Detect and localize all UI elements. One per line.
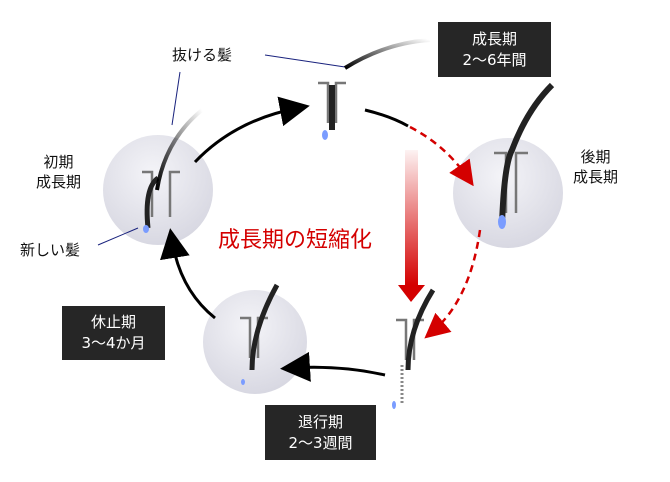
shortening-arrow-head (398, 285, 425, 302)
leader-line (264, 54, 346, 68)
anagen-box: 成長期 2〜6年間 (438, 22, 551, 77)
cycle-arrow (193, 96, 310, 164)
hair-follicle-icon (318, 38, 431, 140)
catagen-duration: 2〜3週間 (288, 433, 353, 452)
early-anagen-line2: 成長期 (36, 173, 82, 191)
hair-follicle-icon (240, 283, 280, 385)
shortening-arrow-shaft (405, 150, 418, 285)
early-anagen-line1: 初期 (43, 153, 74, 171)
shortened-cycle-arrow (424, 229, 482, 339)
telogen-box: 休止期 3〜4か月 (62, 306, 165, 360)
telogen-duration: 3〜4か月 (81, 334, 146, 352)
cycle-arrow (160, 228, 216, 320)
telogen-title: 休止期 (90, 313, 136, 331)
late-anagen-circle (453, 138, 563, 248)
falling-hair-label: 抜ける髪 (172, 46, 233, 64)
catagen-title: 退行期 (297, 412, 343, 431)
anagen-duration: 2〜6年間 (462, 50, 527, 69)
cycle-arrow (364, 108, 409, 128)
shortening-label: 成長期の短縮化 (218, 228, 373, 253)
anagen-title: 成長期 (471, 29, 517, 48)
hair-follicle-icon (494, 82, 555, 229)
late-anagen-line1: 後期 (580, 148, 611, 166)
new-hair-label: 新しい髪 (20, 241, 81, 259)
leader-line (97, 227, 139, 246)
cycle-arrow (280, 351, 386, 382)
leader-line (171, 71, 181, 126)
hair-follicle-icon (392, 288, 436, 409)
catagen-box: 退行期 2〜3週間 (265, 405, 376, 460)
shortened-cycle-arrow (409, 125, 474, 187)
early-anagen-label: 初期 成長期 (36, 152, 81, 192)
late-anagen-line2: 成長期 (573, 168, 619, 186)
late-anagen-label: 後期 成長期 (573, 147, 618, 187)
hair-follicle-icon (142, 108, 204, 233)
